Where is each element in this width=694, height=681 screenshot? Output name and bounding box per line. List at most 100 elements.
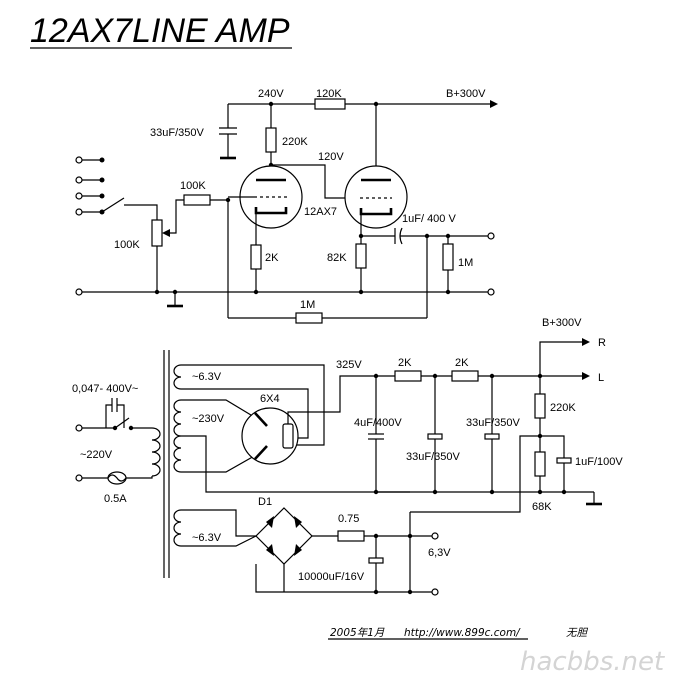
heater-winding-6v3-bottom	[173, 509, 182, 547]
label-230v: ~230V	[192, 413, 225, 425]
wire	[539, 341, 582, 376]
label-output-l: L	[598, 372, 604, 384]
resistor-120k	[314, 98, 346, 110]
wire	[540, 435, 565, 458]
label-075: 0.75	[338, 513, 359, 525]
transformer-primary	[151, 427, 161, 477]
b-plus-arrow-icon	[490, 100, 498, 108]
label-82k: 82K	[327, 252, 347, 264]
selector-switch-arm	[101, 197, 125, 213]
label-100k-pot: 100K	[114, 239, 140, 251]
resistor-2k	[250, 244, 262, 270]
mains-terminal	[75, 424, 83, 432]
wire	[181, 535, 257, 547]
output-l-arrow-icon	[582, 372, 590, 380]
label-10000uf: 10000uF/16V	[298, 571, 365, 583]
junction-dot	[537, 489, 543, 495]
resistor-100k-grid	[183, 194, 211, 206]
footer-date: 2005年1月	[330, 627, 385, 639]
wire	[181, 454, 257, 473]
heater-output-terminal	[431, 588, 439, 596]
resistor-68k	[534, 451, 546, 477]
wire	[255, 564, 432, 593]
capacitor-1uf-ps	[556, 457, 572, 464]
input-terminal	[75, 176, 83, 184]
wire	[181, 388, 309, 439]
resistor-2k-ps1	[394, 370, 422, 382]
junction-dot	[253, 289, 259, 295]
tube-cathode	[254, 207, 288, 215]
junction-dot	[358, 289, 364, 295]
junction-dot	[154, 289, 160, 295]
diode-icon	[294, 516, 302, 528]
label-2k-ps2: 2K	[455, 357, 469, 369]
power-switch-arm	[114, 417, 130, 429]
junction-dot	[373, 589, 379, 595]
center-tap-wire	[181, 435, 410, 493]
bridge-rectifier-d1	[255, 507, 313, 565]
label-1uf-ps: 1uF/100V	[575, 456, 623, 468]
label-6x4: 6X4	[260, 393, 280, 405]
resistor-220k	[265, 127, 277, 153]
footer-author: 无胆	[566, 627, 588, 639]
junction-dot	[561, 489, 567, 495]
label-4uf: 4uF/400V	[354, 417, 402, 429]
potentiometer-wiper-icon	[162, 229, 170, 237]
mains-terminal	[75, 474, 83, 482]
label-33uf-ps2: 33uF/350V	[466, 417, 520, 429]
output-r-arrow-icon	[582, 338, 590, 346]
resistor-1m-feedback	[295, 312, 323, 324]
diode-icon	[266, 516, 274, 528]
wire	[124, 204, 158, 220]
junction-dot	[373, 489, 379, 495]
capacitor-33uf-ps1	[427, 433, 443, 440]
wire-120v	[271, 164, 360, 199]
label-1m-out: 1M	[458, 257, 473, 269]
volume-potentiometer	[151, 219, 163, 247]
wire	[181, 399, 257, 419]
input-terminal	[75, 208, 83, 216]
label-33uf-top: 33uF/350V	[150, 127, 204, 139]
label-2k-ps1: 2K	[398, 357, 412, 369]
selector-contact	[99, 193, 105, 199]
label-1uf-out: 1uF/ 400 V	[402, 213, 456, 225]
tube-6x4-rectifier	[241, 407, 299, 465]
fuse-element	[107, 474, 127, 482]
resistor-82k	[355, 243, 367, 269]
tube-cathode	[282, 423, 294, 449]
capacitor-33uf-ps2	[484, 433, 500, 440]
schematic-title: 12AX7LINE AMP	[30, 12, 290, 50]
label-d1: D1	[258, 496, 272, 508]
wire	[126, 476, 153, 479]
label-mains-cap: 0,047- 400V~	[72, 383, 138, 395]
junction-dot	[489, 489, 495, 495]
heater-output-terminal	[431, 532, 439, 540]
tube-anode	[254, 445, 268, 460]
resistor-075	[337, 530, 365, 542]
watermark-text: hacbbs.net	[520, 647, 665, 677]
wire	[105, 404, 112, 428]
diode-icon	[294, 544, 302, 556]
tube-anode	[254, 412, 268, 427]
diode-icon	[266, 544, 274, 556]
label-100k-grid: 100K	[180, 180, 206, 192]
heater-bias-wire	[410, 435, 540, 513]
label-220k-ps: 220K	[550, 402, 576, 414]
label-68k: 68K	[532, 501, 552, 513]
tube-12ax7-section-b	[344, 165, 408, 229]
label-120v: 120V	[318, 151, 344, 163]
label-b-plus-top: B+300V	[446, 88, 486, 100]
wire	[181, 509, 256, 537]
footer-url: http://www.899c.com/	[404, 627, 521, 639]
input-terminal	[75, 192, 83, 200]
junction-dot	[432, 489, 438, 495]
wire	[181, 364, 325, 446]
label-2k: 2K	[265, 252, 279, 264]
output-terminal	[487, 232, 495, 240]
label-6v3-bottom: ~6.3V	[192, 532, 222, 544]
label-240v: 240V	[258, 88, 284, 100]
label-1m-feedback: 1M	[300, 299, 315, 311]
input-terminal	[75, 156, 83, 164]
label-fuse: 0.5A	[104, 493, 127, 505]
tube-cathode	[359, 208, 393, 216]
